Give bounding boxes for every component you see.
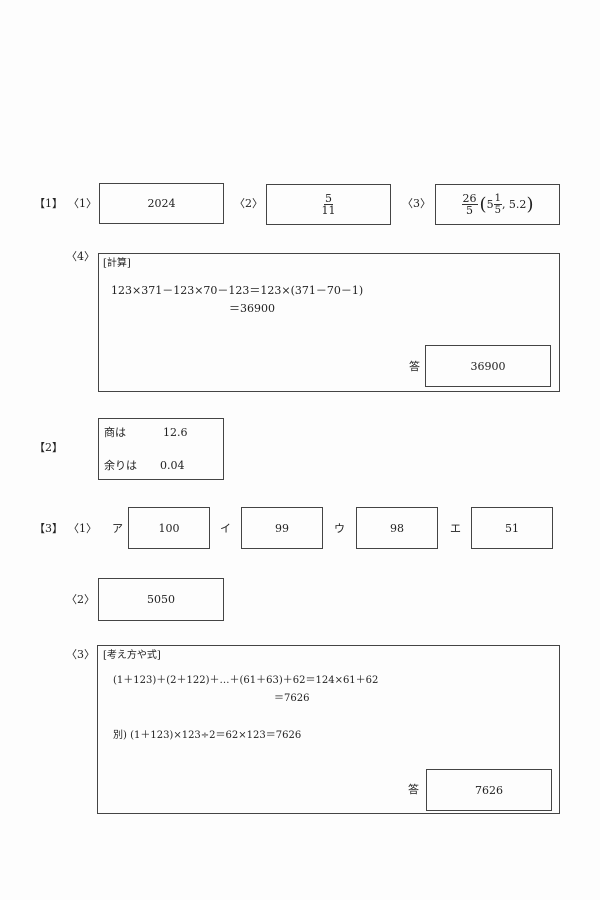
q1-1-answer-box: 2024 [99,183,224,224]
q3-3-answer: 7626 [475,783,503,797]
numerator: 26 [461,192,478,205]
q3-1-value-u: 98 [390,521,404,535]
work-line-3: 別) (1＋123)×123÷2＝62×123＝7626 [113,730,302,741]
q3-1-value-e: 51 [505,521,519,535]
denominator: 11 [321,204,336,217]
q3-1-key-i: イ [220,522,231,535]
q3-1-key-a: ア [112,522,123,535]
q3-3-work-box: [考え方や式] (1＋123)＋(2＋122)＋…＋(61＋63)＋62＝124… [97,645,560,814]
q3-1-box-a: 100 [128,507,210,549]
q3-1-value-i: 99 [275,521,289,535]
q1-4-answer-box: 36900 [425,345,551,387]
remainder-value: 0.04 [160,459,185,472]
q3-2-answer: 5050 [147,593,175,606]
calc-line-1: 123×371－123×70－123＝123×(371－70－1) [111,284,364,297]
calc-line-2: ＝36900 [229,302,275,315]
remainder-label: 余りは [104,459,137,472]
q3-label: 【3】 [34,522,63,535]
quotient-label: 商は [104,426,126,439]
alt-decimal: , 5.2 [501,198,527,211]
q3-2-label: 〈2〉 [66,593,95,606]
q1-3-label: 〈3〉 [402,197,431,210]
answer-label: 答 [409,360,420,373]
work-heading: [考え方や式] [103,650,161,661]
mixed-whole: 5 [486,198,494,211]
q1-2-label: 〈2〉 [234,197,263,210]
q3-1-box-i: 99 [241,507,323,549]
q3-3-label: 〈3〉 [66,648,95,661]
q1-4-answer: 36900 [470,359,506,373]
q3-1-box-u: 98 [356,507,438,549]
work-line-2: ＝7626 [274,693,310,704]
q3-3-answer-box: 7626 [426,769,552,811]
denominator: 5 [494,205,501,216]
q1-1-answer: 2024 [147,197,176,210]
q3-1-key-u: ウ [334,522,345,535]
q3-1-label: 〈1〉 [68,522,97,535]
close-paren: ) [526,194,534,215]
q2-label: 【2】 [34,441,63,454]
q2-answer-box: 商は 12.6 余りは 0.04 [98,418,224,480]
q3-1-box-e: 51 [471,507,553,549]
work-line-1: (1＋123)＋(2＋122)＋…＋(61＋63)＋62＝124×61＋62 [113,675,379,686]
q1-label: 【1】 [34,197,63,210]
q3-1-value-a: 100 [158,521,180,535]
q3-2-answer-box: 5050 [98,578,224,621]
numerator: 1 [493,193,502,205]
q3-1-key-e: エ [450,522,461,535]
quotient-value: 12.6 [163,426,188,439]
numerator: 5 [324,192,333,205]
q1-4-work-box: [計算] 123×371－123×70－123＝123×(371－70－1) ＝… [98,253,560,392]
q1-1-label: 〈1〉 [68,197,97,210]
answer-label: 答 [408,783,419,796]
calc-heading: [計算] [103,258,131,269]
q1-4-label: 〈4〉 [66,250,95,263]
open-paren: ( [479,194,487,215]
denominator: 5 [466,204,474,217]
